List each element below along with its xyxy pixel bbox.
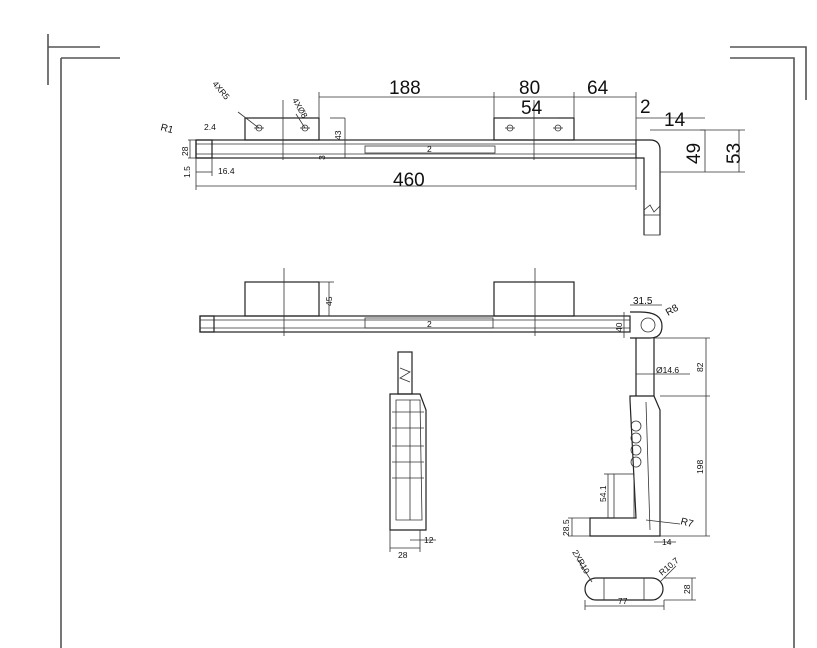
dim-80: 80 <box>519 78 540 99</box>
dim-2-4: 2.4 <box>204 122 216 132</box>
dim-28-section: 28 <box>398 550 408 560</box>
dim-31-5: 31.5 <box>633 296 653 307</box>
dim-28-slot: 28 <box>682 584 692 594</box>
dim-r8: R8 <box>664 302 681 318</box>
dim-54-1: 54.1 <box>598 485 608 502</box>
dim-45: 45 <box>324 296 334 306</box>
dim-1-5: 1.5 <box>182 166 192 178</box>
dim-d14-6: Ø14.6 <box>656 365 679 375</box>
dim-188: 188 <box>389 78 421 99</box>
dim-28-top: 28 <box>180 146 190 156</box>
dim-43: 43 <box>333 130 343 140</box>
dim-14-hook: 14 <box>662 537 672 547</box>
dim-460: 460 <box>393 170 425 191</box>
svg-text:2: 2 <box>427 144 432 154</box>
dim-12: 12 <box>424 535 434 545</box>
top-view: 2 <box>159 78 745 236</box>
dim-40: 40 <box>614 322 624 332</box>
dim-r10-7: R10.7 <box>657 555 681 577</box>
side-view: 2 45 31.5 R8 40 <box>199 268 681 339</box>
dim-198: 198 <box>695 460 705 474</box>
svg-text:2: 2 <box>427 319 432 329</box>
dim-54: 54 <box>521 98 543 119</box>
dim-2: 2 <box>640 97 651 118</box>
dim-14: 14 <box>664 110 686 131</box>
dim-2xr10: 2XR10 <box>570 548 592 576</box>
drawing-frame <box>47 34 807 648</box>
dim-77: 77 <box>618 596 628 606</box>
hook-view: Ø14.6 82 198 54.1 28.5 R7 14 <box>561 337 710 547</box>
dim-28-5: 28.5 <box>561 519 571 536</box>
dim-49: 49 <box>684 143 705 164</box>
dim-3: 3 <box>317 155 327 160</box>
slot-view: 2XR10 R10.7 77 28 <box>570 548 696 610</box>
section-view: 28 12 <box>389 351 436 560</box>
dim-53: 53 <box>724 143 745 164</box>
dim-r7: R7 <box>679 516 695 530</box>
dim-4xd8: 4XØ8 <box>290 96 310 120</box>
dim-16-4: 16.4 <box>218 166 235 176</box>
dim-r1: R1 <box>159 122 175 136</box>
dim-4xr5: 4XR5 <box>210 79 232 102</box>
dim-64: 64 <box>587 78 609 99</box>
dim-82: 82 <box>695 362 705 372</box>
